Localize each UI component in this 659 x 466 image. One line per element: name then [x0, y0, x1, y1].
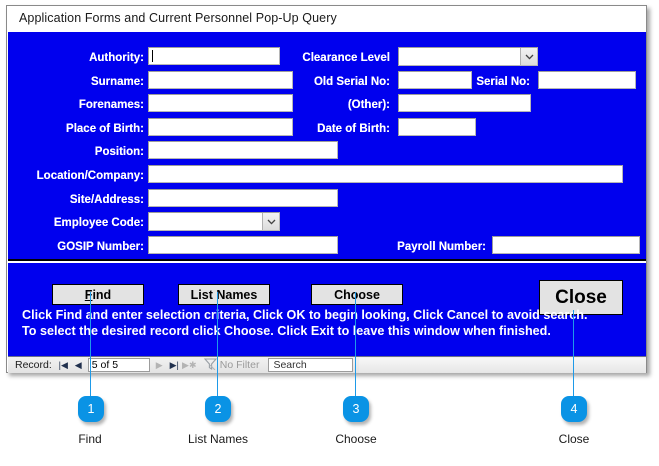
callout-number-2: 2: [214, 402, 222, 416]
callout-badge-2: 2: [205, 396, 231, 422]
label-old-serial-no: Old Serial No:: [313, 76, 390, 88]
nav-filler: [359, 357, 646, 373]
label-date-of-birth: Date of Birth:: [317, 123, 390, 135]
input-date-of-birth[interactable]: [398, 118, 476, 136]
record-navigation-bar: Record: |◀ ◀ 5 of 5 ▶ ▶| ▶✱ No Filter Se…: [8, 356, 646, 373]
input-old-serial-no[interactable]: [398, 71, 472, 89]
chevron-down-icon[interactable]: [262, 213, 279, 230]
choose-button[interactable]: Choose: [311, 284, 403, 305]
callout-caption-1: Find: [78, 432, 102, 446]
callout-badge-4: 4: [561, 396, 587, 422]
label-location-company: Location/Company:: [36, 170, 144, 182]
callout-number-1: 1: [87, 402, 95, 416]
label-surname: Surname:: [90, 76, 144, 88]
input-site-address[interactable]: [148, 189, 338, 207]
label-employee-code: Employee Code:: [53, 217, 144, 229]
input-surname[interactable]: [148, 71, 293, 89]
combo-clearance-level[interactable]: [398, 47, 538, 66]
list-names-button[interactable]: List Names: [178, 284, 270, 305]
callout-caption-2: List Names: [187, 432, 249, 446]
input-gosip-number[interactable]: [148, 236, 338, 254]
input-place-of-birth[interactable]: [148, 118, 293, 136]
callout-badge-3: 3: [343, 396, 369, 422]
label-position: Position:: [94, 146, 144, 158]
first-record-icon[interactable]: |◀: [58, 359, 68, 370]
choose-button-label: Choose: [334, 287, 380, 302]
label-payroll-number: Payroll Number:: [397, 241, 486, 253]
instructions-text: Click Find and enter selection criteria,…: [22, 308, 588, 339]
list-names-button-label: List Names: [190, 287, 258, 302]
label-serial-no: Serial No:: [476, 76, 530, 88]
input-payroll-number[interactable]: [492, 236, 640, 254]
input-other[interactable]: [398, 94, 531, 112]
label-place-of-birth: Place of Birth:: [66, 123, 144, 135]
label-forenames: Forenames:: [78, 99, 144, 111]
search-input[interactable]: Search: [268, 358, 354, 372]
no-filter-label: No Filter: [219, 359, 260, 371]
label-clearance-level: Clearance Level: [302, 52, 390, 64]
callout-line-3: [355, 292, 356, 397]
callout-number-3: 3: [352, 402, 360, 416]
record-position-value: 5 of 5: [91, 359, 119, 371]
new-record-icon[interactable]: ▶✱: [182, 359, 197, 370]
callout-line-4: [573, 310, 574, 397]
label-site-address: Site/Address:: [69, 194, 144, 206]
callout-badge-1: 1: [78, 396, 104, 422]
label-gosip-number: GOSIP Number:: [57, 241, 144, 253]
callout-caption-4: Close: [558, 432, 590, 446]
close-button-label: Close: [555, 286, 607, 308]
chevron-down-icon[interactable]: [520, 48, 537, 65]
label-other: (Other):: [347, 99, 390, 111]
next-record-icon[interactable]: ▶: [155, 359, 163, 370]
window-title-bar: Application Forms and Current Personnel …: [7, 6, 646, 32]
callout-caption-3: Choose: [335, 432, 377, 446]
window-title: Application Forms and Current Personnel …: [19, 11, 337, 25]
callout-number-4: 4: [570, 402, 578, 416]
callout-line-1: [90, 292, 91, 397]
find-button-accelerator: F: [84, 287, 93, 302]
close-button[interactable]: Close: [539, 280, 623, 315]
previous-record-icon[interactable]: ◀: [74, 359, 82, 370]
search-placeholder: Search: [273, 359, 307, 371]
input-position[interactable]: [148, 141, 338, 159]
filter-group[interactable]: No Filter: [203, 357, 260, 373]
input-authority[interactable]: [148, 47, 280, 65]
last-record-icon[interactable]: ▶|: [169, 359, 179, 370]
find-button-label-rest: ind: [92, 287, 112, 302]
label-authority: Authority:: [89, 52, 144, 64]
input-location-company[interactable]: [148, 165, 623, 183]
filter-icon[interactable]: [203, 357, 217, 373]
record-label: Record:: [15, 359, 52, 371]
form-canvas: Authority: Clearance Level Surname: Old …: [8, 32, 646, 261]
record-position-input[interactable]: 5 of 5: [87, 358, 150, 372]
combo-employee-code[interactable]: [148, 212, 280, 231]
application-window: Application Forms and Current Personnel …: [6, 5, 647, 373]
callout-line-2: [217, 292, 218, 397]
input-forenames[interactable]: [148, 94, 293, 112]
input-serial-no[interactable]: [538, 71, 636, 89]
